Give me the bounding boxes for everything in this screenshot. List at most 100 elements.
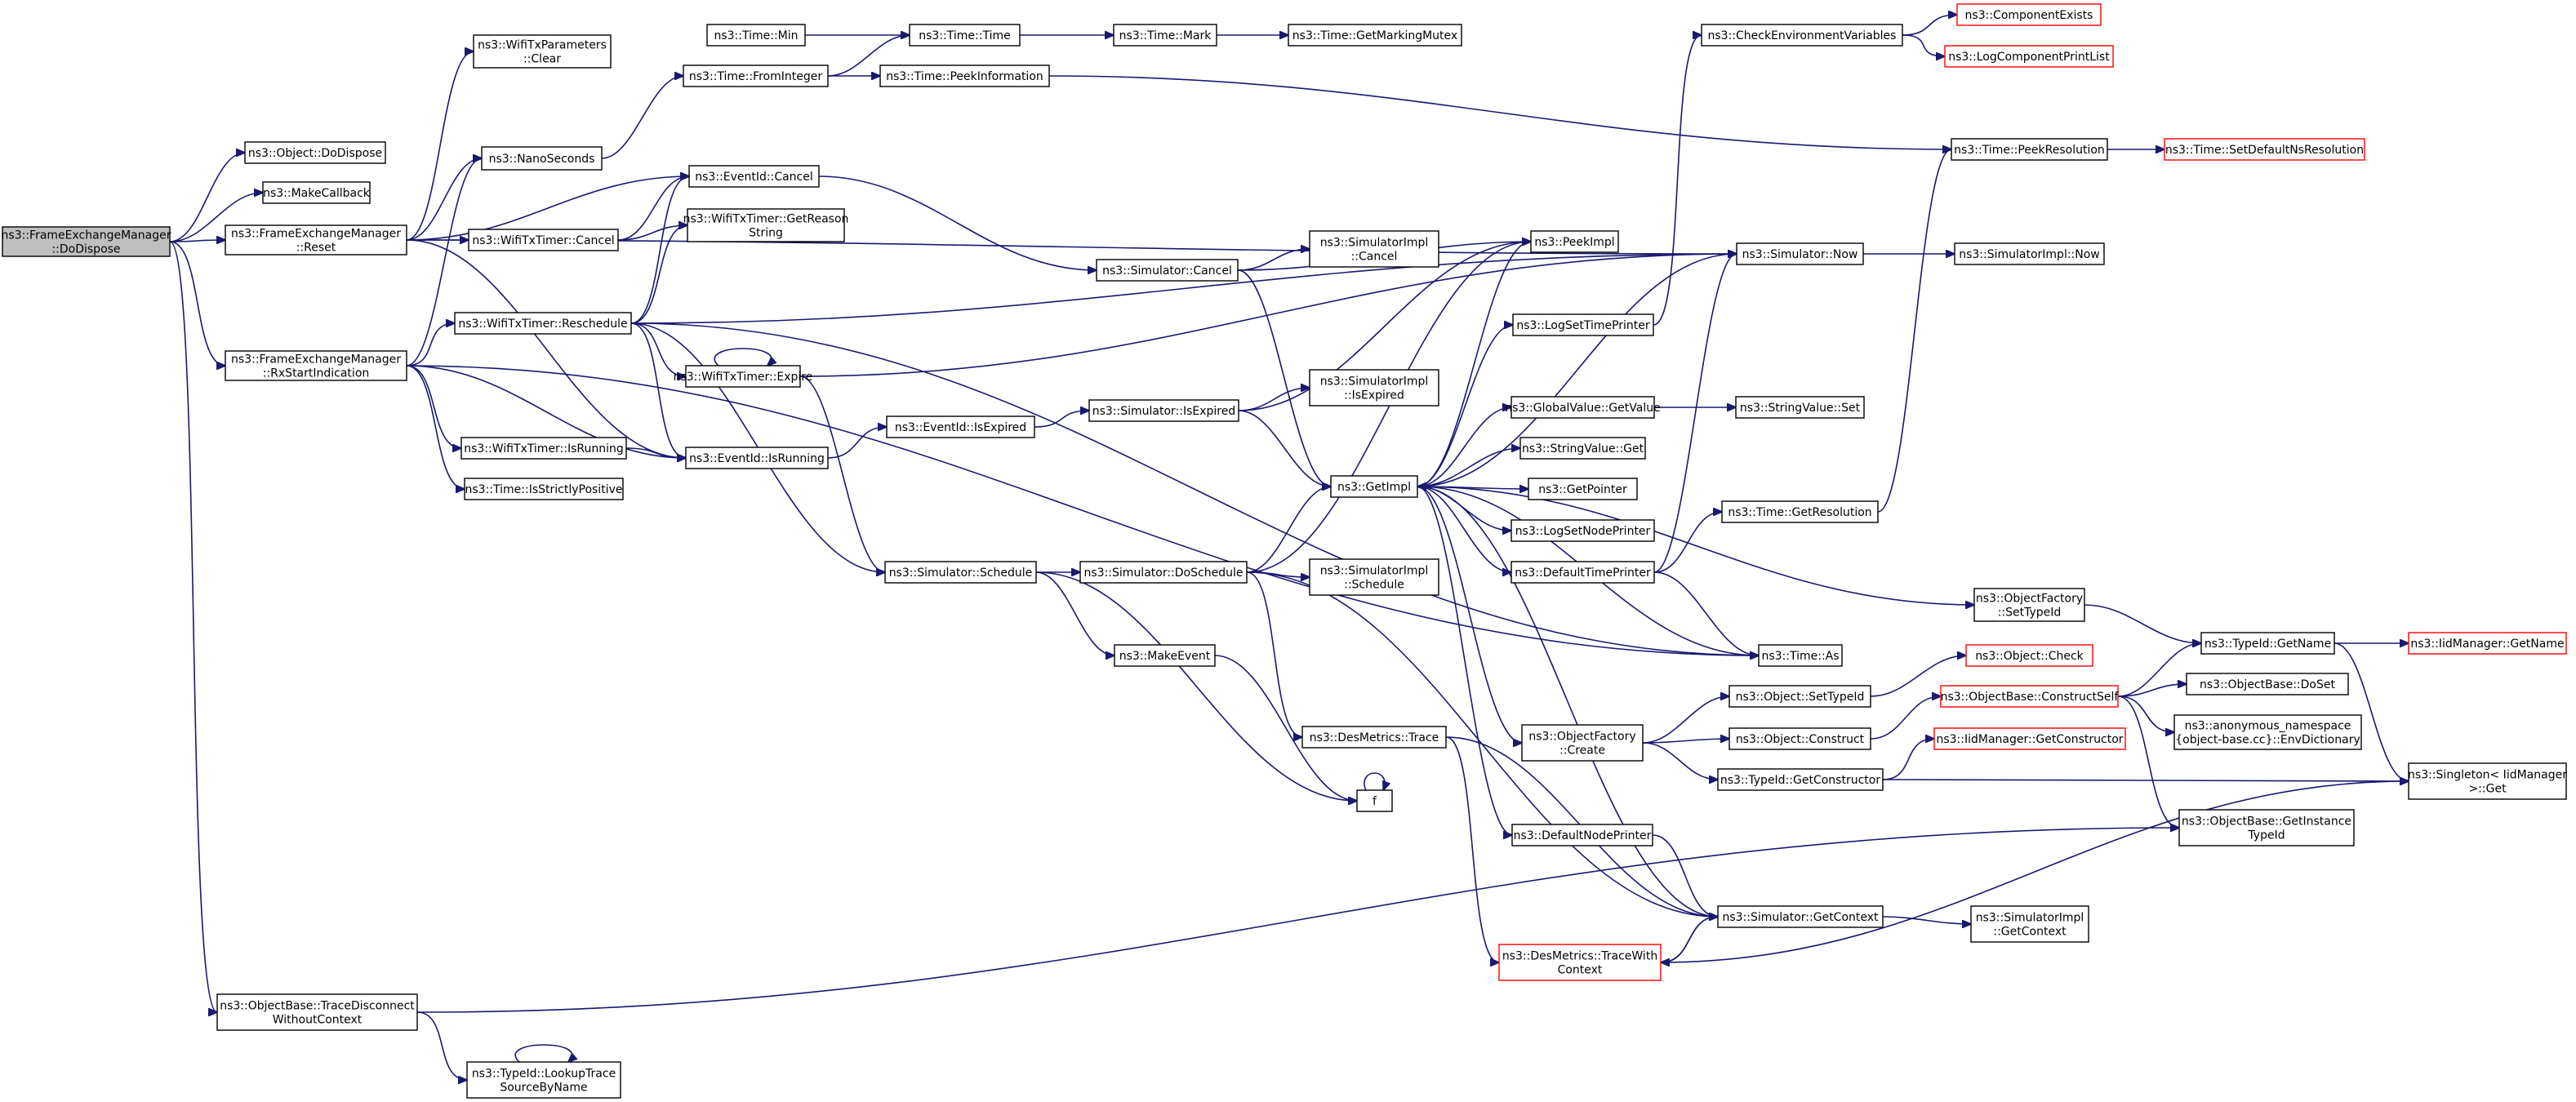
node-label: ns3::ObjectBase::DoSet: [2200, 678, 2335, 691]
node-label: ns3::WifiTxTimer::Expire: [674, 371, 813, 384]
node-sim-impl-now[interactable]: ns3::SimulatorImpl::Now: [1954, 242, 2105, 265]
node-label: ns3::WifiTxTimer::GetReason: [683, 213, 849, 226]
node-sim-is-expired[interactable]: ns3::Simulator::IsExpired: [1088, 399, 1239, 422]
node-obj-check[interactable]: ns3::Object::Check: [1965, 644, 2093, 667]
node-is-strictly-positive[interactable]: ns3::Time::IsStrictlyPositive: [464, 478, 624, 500]
node-event-is-running[interactable]: ns3::EventId::IsRunning: [685, 447, 829, 469]
node-label: WithoutContext: [273, 1014, 363, 1027]
edge-root-to-obj-do-dispose: [169, 153, 245, 242]
node-time-time[interactable]: ns3::Time::Time: [909, 24, 1021, 47]
node-obj-set-type-id[interactable]: ns3::Object::SetTypeId: [1728, 685, 1871, 708]
node-label: ns3::SimulatorImpl: [1976, 912, 2084, 925]
edge-root-to-fem-reset: [169, 240, 225, 242]
node-trace-disc[interactable]: ns3::ObjectBase::TraceDisconnectWithoutC…: [216, 993, 418, 1031]
node-sim-impl-schedule[interactable]: ns3::SimulatorImpl::Schedule: [1309, 558, 1439, 596]
node-iid-get-constructor[interactable]: ns3::IidManager::GetConstructor: [1933, 727, 2126, 750]
node-label: ns3::Time::GetMarkingMutex: [1292, 29, 1457, 42]
node-box: [687, 208, 845, 242]
node-obj-factory-set-type-id[interactable]: ns3::ObjectFactory::SetTypeId: [1973, 588, 2085, 622]
node-make-event[interactable]: ns3::MakeEvent: [1114, 644, 1216, 667]
node-peek-impl[interactable]: ns3::PeekImpl: [1530, 230, 1619, 253]
node-get-impl[interactable]: ns3::GetImpl: [1330, 475, 1418, 498]
node-from-integer[interactable]: ns3::Time::FromInteger: [683, 64, 829, 87]
node-obj-factory-create[interactable]: ns3::ObjectFactory::Create: [1521, 724, 1644, 762]
node-box: [262, 181, 371, 204]
node-default-time-printer[interactable]: ns3::DefaultTimePrinter: [1510, 561, 1655, 584]
node-label: ns3::ObjectFactory: [1976, 593, 2083, 606]
node-label: ns3::Simulator::IsExpired: [1092, 405, 1236, 418]
node-box: [1954, 242, 2105, 265]
node-wifi-tx-param-clear[interactable]: ns3::WifiTxParameters::Clear: [473, 34, 612, 69]
node-box: [1528, 478, 1638, 500]
node-fem-reset[interactable]: ns3::FrameExchangeManager::Reset: [225, 224, 407, 256]
node-sv-set[interactable]: ns3::StringValue::Set: [1735, 396, 1865, 419]
node-event-cancel[interactable]: ns3::EventId::Cancel: [688, 165, 820, 188]
node-log-set-node-printer[interactable]: ns3::LogSetNodePrinter: [1510, 519, 1655, 542]
node-iid-get-name[interactable]: ns3::IidManager::GetName: [2408, 632, 2567, 655]
node-box: [1717, 905, 1884, 928]
node-fem-rx[interactable]: ns3::FrameExchangeManager::RxStartIndica…: [225, 350, 407, 381]
node-reschedule[interactable]: ns3::WifiTxTimer::Reschedule: [454, 312, 632, 335]
node-get-pointer[interactable]: ns3::GetPointer: [1528, 478, 1638, 500]
node-label: ns3::anonymous_namespace: [2185, 720, 2351, 733]
node-des-trace[interactable]: ns3::DesMetrics::Trace: [1301, 726, 1447, 749]
node-log-set-time-printer[interactable]: ns3::LogSetTimePrinter: [1512, 313, 1654, 336]
node-obj-construct[interactable]: ns3::Object::Construct: [1728, 727, 1871, 750]
node-obj-base-do-set[interactable]: ns3::ObjectBase::DoSet: [2186, 673, 2349, 695]
node-event-is-expired[interactable]: ns3::EventId::IsExpired: [886, 415, 1035, 438]
node-label: {object-base.cc}::EnvDictionary: [2175, 734, 2360, 747]
node-construct-self[interactable]: ns3::ObjectBase::ConstructSelf: [1940, 685, 2120, 708]
node-sim-schedule[interactable]: ns3::Simulator::Schedule: [884, 561, 1037, 584]
node-time-min[interactable]: ns3::Time::Min: [706, 24, 806, 47]
node-nano-seconds[interactable]: ns3::NanoSeconds: [481, 146, 603, 171]
node-obj-do-dispose[interactable]: ns3::Object::DoDispose: [244, 141, 386, 164]
node-peek-information[interactable]: ns3::Time::PeekInformation: [879, 64, 1050, 87]
node-time-get-resolution[interactable]: ns3::Time::GetResolution: [1721, 500, 1879, 523]
node-sim-impl-cancel[interactable]: ns3::SimulatorImpl::Cancel: [1309, 230, 1439, 268]
node-check-env[interactable]: ns3::CheckEnvironmentVariables: [1701, 24, 1903, 47]
edge-sim-is-expired-to-peek-impl: [1238, 242, 1531, 411]
node-wifi-is-running[interactable]: ns3::WifiTxTimer::IsRunning: [460, 437, 627, 460]
node-box: [1088, 399, 1239, 422]
node-sim-cancel[interactable]: ns3::Simulator::Cancel: [1096, 259, 1239, 282]
edge-des-trace-to-des-trace-with: [1445, 736, 1499, 962]
node-f[interactable]: f: [1356, 789, 1393, 812]
node-expire[interactable]: ns3::WifiTxTimer::Expire: [674, 365, 813, 388]
node-get-marking-mutex[interactable]: ns3::Time::GetMarkingMutex: [1288, 24, 1462, 47]
node-label: ns3::Time::IsStrictlyPositive: [465, 483, 623, 496]
node-singleton-get[interactable]: ns3::Singleton< IidManager>::Get: [2408, 762, 2567, 800]
node-sim-get-context[interactable]: ns3::Simulator::GetContext: [1717, 905, 1884, 928]
node-box: [454, 312, 632, 335]
node-sim-do-schedule[interactable]: ns3::Simulator::DoSchedule: [1079, 561, 1248, 584]
node-sv-get[interactable]: ns3::StringValue::Get: [1519, 437, 1646, 460]
node-time-mark[interactable]: ns3::Time::Mark: [1113, 24, 1217, 47]
node-env-dictionary[interactable]: ns3::anonymous_namespace{object-base.cc}…: [2173, 714, 2362, 750]
edge-root-to-make-callback: [169, 193, 263, 242]
node-time-peek-resolution[interactable]: ns3::Time::PeekResolution: [1951, 138, 2108, 161]
edge-get-impl-to-obj-factory-create: [1417, 486, 1522, 743]
node-label: ns3::Object::Check: [1975, 650, 2084, 663]
node-gv-get-value[interactable]: ns3::GlobalValue::GetValue: [1505, 396, 1661, 419]
node-log-component-print-list[interactable]: ns3::LogComponentPrintList: [1944, 45, 2114, 68]
node-sim-impl-get-context[interactable]: ns3::SimulatorImpl::GetContext: [1970, 905, 2089, 943]
node-set-default-ns-res[interactable]: ns3::Time::SetDefaultNsResolution: [2164, 138, 2365, 161]
node-sim-impl-is-expired[interactable]: ns3::SimulatorImpl::IsExpired: [1309, 369, 1439, 407]
node-default-node-printer[interactable]: ns3::DefaultNodePrinter: [1511, 824, 1653, 846]
node-label: ns3::ComponentExists: [1965, 9, 2093, 22]
node-box: [1944, 45, 2114, 68]
node-label: ns3::StringValue::Get: [1522, 442, 1644, 455]
node-sim-now[interactable]: ns3::Simulator::Now: [1736, 242, 1864, 265]
node-box: [2173, 714, 2362, 750]
edge-wifi-timer-cancel-to-event-cancel: [617, 176, 689, 241]
node-root[interactable]: ns3::FrameExchangeManager::DoDispose: [2, 226, 171, 257]
node-type-id-get-constructor[interactable]: ns3::TypeId::GetConstructor: [1717, 768, 1884, 791]
node-time-as[interactable]: ns3::Time::As: [1758, 644, 1843, 667]
node-wifi-timer-cancel[interactable]: ns3::WifiTxTimer::Cancel: [468, 229, 619, 251]
node-type-id-get-name[interactable]: ns3::TypeId::GetName: [2200, 632, 2335, 655]
node-make-callback[interactable]: ns3::MakeCallback: [262, 181, 371, 204]
node-component-exists[interactable]: ns3::ComponentExists: [1956, 3, 2102, 26]
